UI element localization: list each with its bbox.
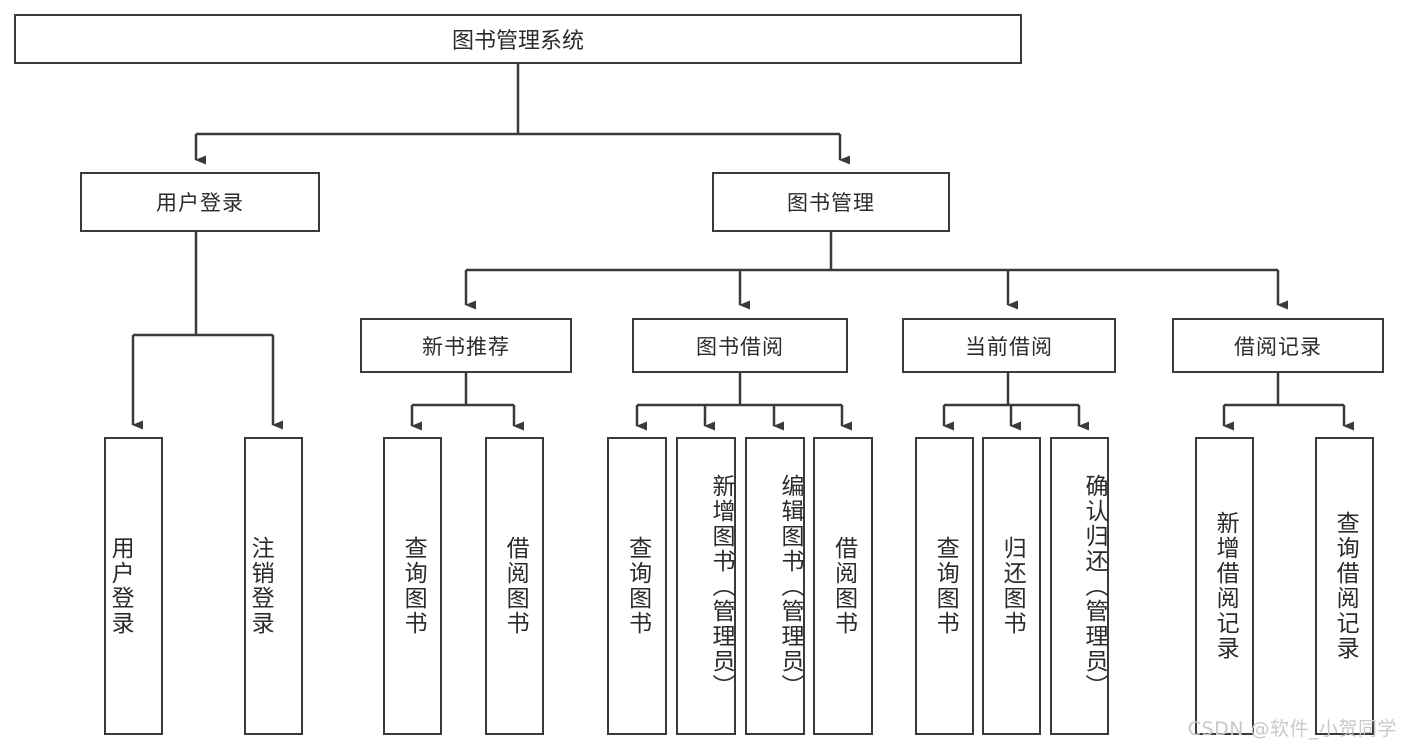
leaf-query-book-recommend[interactable]: 查询图书 bbox=[383, 437, 442, 735]
leaf-user-login[interactable]: 用户登录 bbox=[104, 437, 163, 735]
node-current-borrow[interactable]: 当前借阅 bbox=[902, 318, 1116, 373]
leaf-label: 查询借阅记录 bbox=[1332, 511, 1359, 661]
leaf-label: 查询图书 bbox=[624, 536, 651, 636]
leaf-borrow-book[interactable]: 借阅图书 bbox=[813, 437, 873, 735]
leaf-label: 用户登录 bbox=[107, 536, 134, 636]
node-new-book-recommend[interactable]: 新书推荐 bbox=[360, 318, 572, 373]
node-book-management[interactable]: 图书管理 bbox=[712, 172, 950, 232]
leaf-label: 查询图书 bbox=[400, 536, 427, 636]
leaf-query-book-current[interactable]: 查询图书 bbox=[915, 437, 974, 735]
leaf-query-borrow-record[interactable]: 查询借阅记录 bbox=[1315, 437, 1374, 735]
leaf-label: 借阅图书 bbox=[830, 536, 857, 636]
leaf-label: 新增借阅记录 bbox=[1212, 511, 1239, 661]
node-root-book-management-system[interactable]: 图书管理系统 bbox=[14, 14, 1022, 64]
leaf-label: 借阅图书 bbox=[502, 536, 529, 636]
leaf-add-borrow-record[interactable]: 新增借阅记录 bbox=[1195, 437, 1254, 735]
leaf-user-logout[interactable]: 注销登录 bbox=[244, 437, 303, 735]
node-user-login[interactable]: 用户登录 bbox=[80, 172, 320, 232]
node-book-borrow[interactable]: 图书借阅 bbox=[632, 318, 848, 373]
leaf-label: 编辑图书（管理员） bbox=[777, 473, 803, 699]
leaf-query-book-borrow[interactable]: 查询图书 bbox=[607, 437, 667, 735]
leaf-confirm-return-admin[interactable]: 确认归还（管理员） bbox=[1050, 437, 1109, 735]
csdn-watermark: CSDN @软件_小贺同学 bbox=[1187, 718, 1397, 740]
leaf-label: 注销登录 bbox=[247, 536, 274, 636]
node-borrow-records[interactable]: 借阅记录 bbox=[1172, 318, 1384, 373]
leaf-label: 查询图书 bbox=[932, 536, 959, 636]
leaf-add-book-admin[interactable]: 新增图书（管理员） bbox=[676, 437, 736, 735]
leaf-return-book[interactable]: 归还图书 bbox=[982, 437, 1041, 735]
leaf-borrow-book-recommend[interactable]: 借阅图书 bbox=[485, 437, 544, 735]
leaf-label: 确认归还（管理员） bbox=[1081, 473, 1107, 699]
leaf-label: 新增图书（管理员） bbox=[708, 473, 734, 699]
leaf-label: 归还图书 bbox=[999, 536, 1026, 636]
leaf-edit-book-admin[interactable]: 编辑图书（管理员） bbox=[745, 437, 805, 735]
